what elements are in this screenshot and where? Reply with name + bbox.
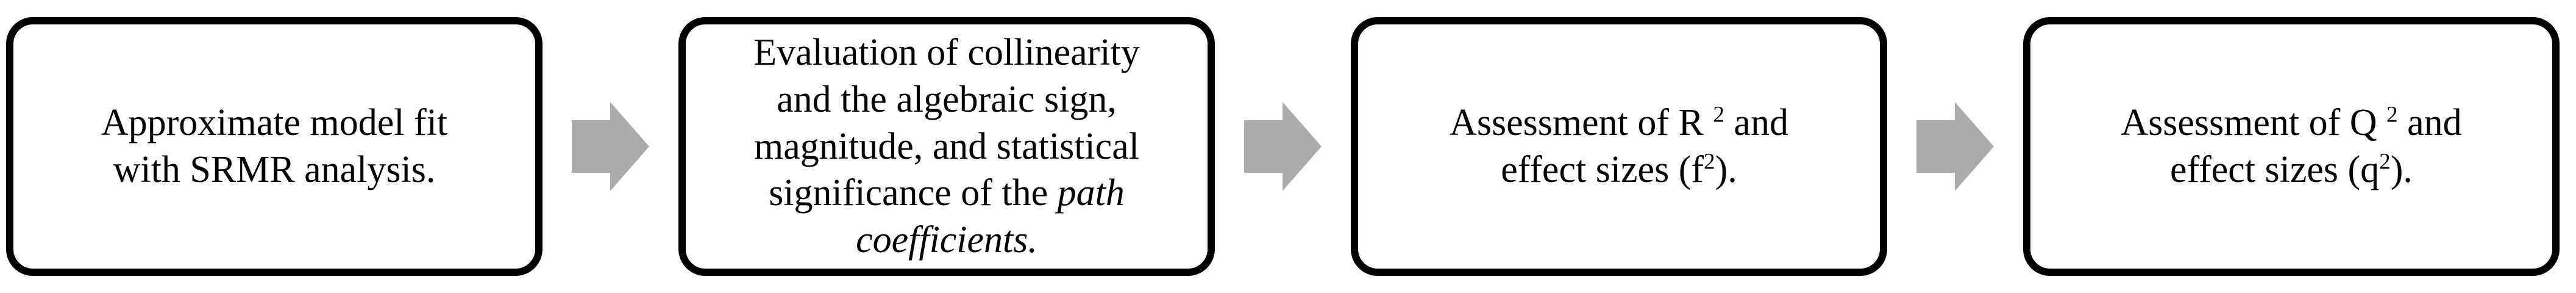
right-arrow-icon (1916, 102, 1994, 191)
right-arrow-icon (1244, 102, 1322, 191)
right-arrow-icon (572, 102, 649, 191)
connector-2 (1215, 102, 1351, 191)
connector-3 (1887, 102, 2023, 191)
connector-1 (543, 102, 678, 191)
